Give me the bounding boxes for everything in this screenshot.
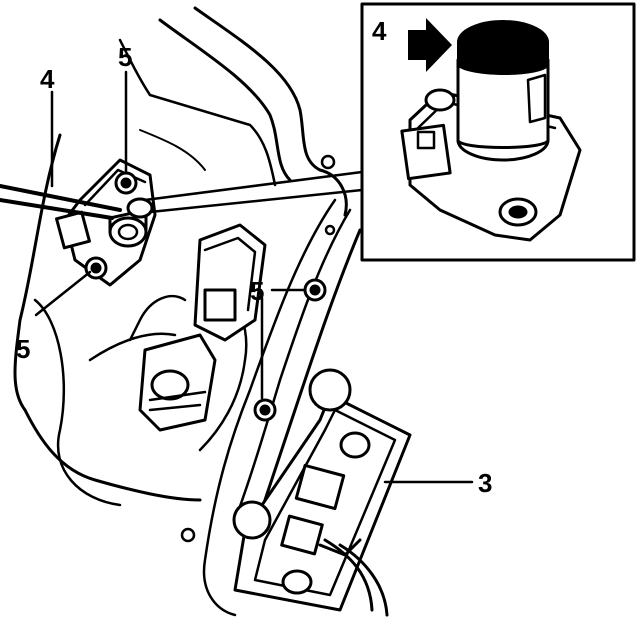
bolt-left: [84, 256, 108, 280]
callout-5-right: 5: [250, 276, 264, 306]
body-panel: [13, 6, 362, 617]
latch-housing-upper: [128, 223, 267, 342]
callout-4-main: 4: [40, 64, 55, 94]
latch-housing-lower: [138, 333, 217, 432]
callout-5-top: 5: [118, 42, 132, 72]
leader-lines: [34, 70, 474, 484]
callout-3: 3: [478, 468, 492, 498]
bolt-right-upper: [303, 278, 327, 302]
bolt-upper: [114, 171, 138, 195]
arrow-right-icon: [408, 18, 452, 72]
inset-view: [143, 2, 636, 262]
callout-4-inset: 4: [372, 16, 387, 46]
callout-5-left: 5: [16, 334, 30, 364]
wiring-harness: [323, 538, 389, 617]
trim-bracket: [232, 368, 412, 612]
bolt-right-lower: [253, 398, 277, 422]
switch-rod: [0, 184, 122, 220]
